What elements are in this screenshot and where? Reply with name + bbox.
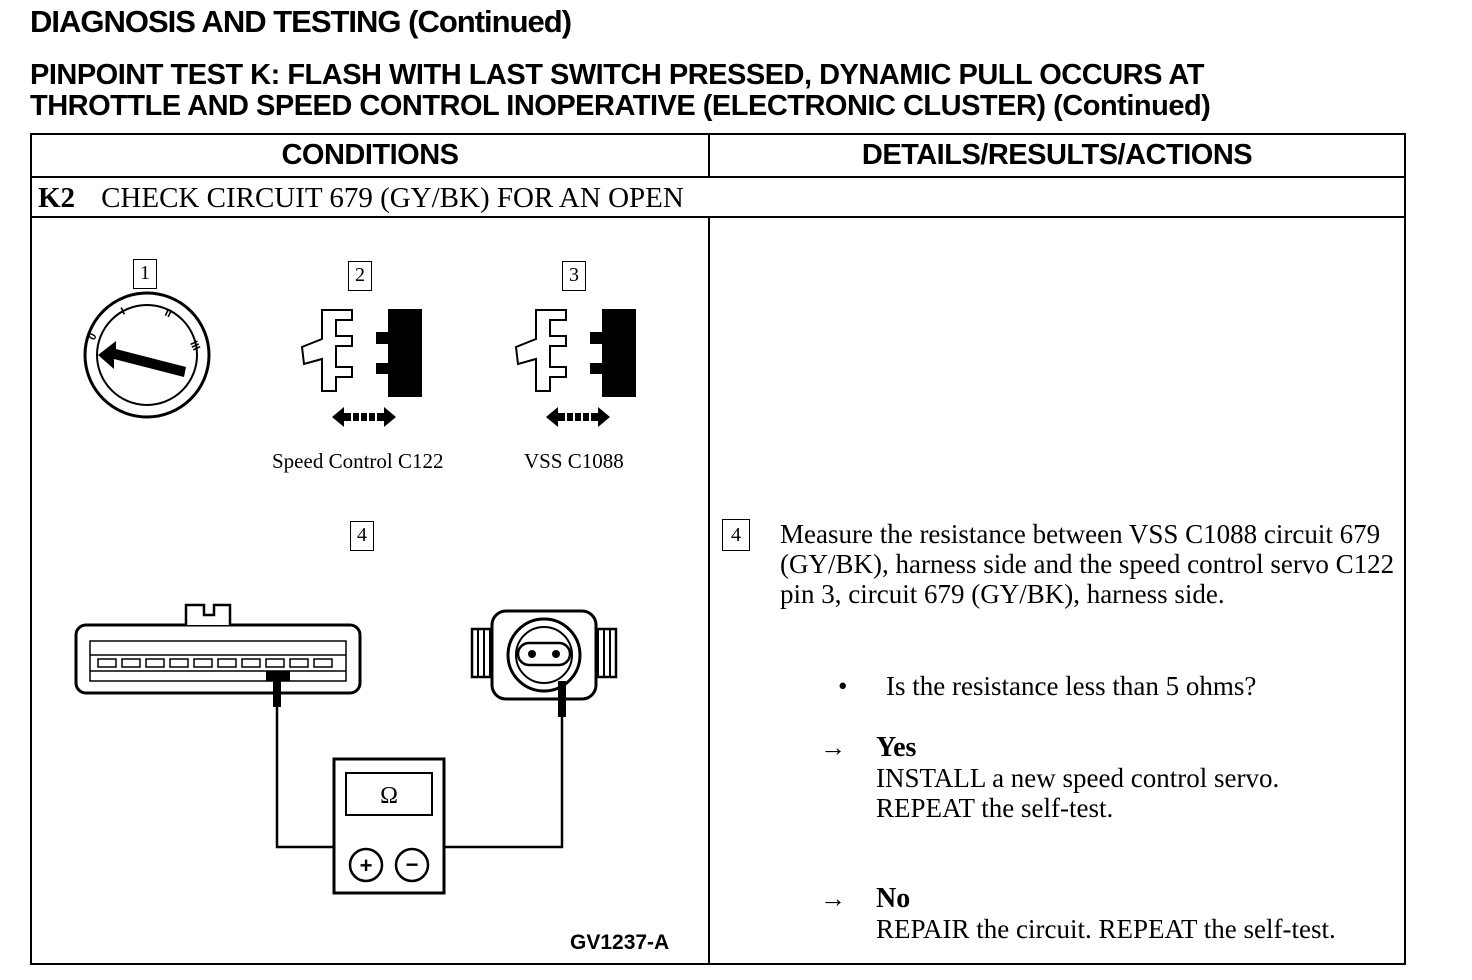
ohmmeter-icon: Ω + − bbox=[332, 757, 446, 895]
page-title: DIAGNOSIS AND TESTING (Continued) bbox=[30, 4, 572, 39]
c122-connector-icon bbox=[300, 309, 422, 427]
no-actions: REPAIR the circuit. REPEAT the self-test… bbox=[876, 914, 1336, 944]
test-title: PINPOINT TEST K: FLASH WITH LAST SWITCH … bbox=[30, 60, 1430, 122]
no-arrow-icon: → bbox=[820, 884, 846, 913]
test-title-line-2: THROTTLE AND SPEED CONTROL INOPERATIVE (… bbox=[30, 90, 1211, 122]
plus-terminal: + bbox=[360, 853, 373, 878]
ignition-mark-3: III bbox=[187, 339, 202, 352]
details-step-marker-4: 4 bbox=[722, 519, 750, 551]
ohm-symbol: Ω bbox=[380, 783, 398, 809]
step-id: K2 bbox=[38, 182, 76, 214]
yes-arrow-icon: → bbox=[820, 733, 846, 762]
yes-label: Yes bbox=[876, 732, 917, 763]
question-item: • Is the resistance less than 5 ohms? bbox=[838, 671, 1256, 701]
c1088-connector-icon bbox=[514, 309, 636, 427]
step-row: K2 CHECK CIRCUIT 679 (GY/BK) FOR AN OPEN bbox=[38, 182, 684, 215]
no-label: No bbox=[876, 883, 911, 914]
step-row-divider bbox=[32, 216, 1404, 218]
yes-actions: INSTALL a new speed control servo. REPEA… bbox=[876, 763, 1279, 823]
details-content: Measure the resistance between VSS C1088… bbox=[780, 519, 1400, 944]
step-title: CHECK CIRCUIT 679 (GY/BK) FOR AN OPEN bbox=[101, 182, 684, 214]
no-action-1: REPAIR the circuit. REPEAT the self-test… bbox=[876, 914, 1336, 944]
step-marker-2: 2 bbox=[348, 261, 372, 291]
vss-connector-face-icon bbox=[470, 609, 618, 701]
ignition-mark-2: II bbox=[163, 307, 174, 320]
step-marker-1: 1 bbox=[133, 259, 157, 289]
figure-code: GV1237-A bbox=[570, 931, 670, 954]
servo-connector-face-icon bbox=[74, 603, 362, 695]
question-text: Is the resistance less than 5 ohms? bbox=[886, 671, 1257, 701]
pinpoint-test-table: CONDITIONS DETAILS/RESULTS/ACTIONS K2 CHE… bbox=[30, 133, 1406, 965]
step-marker-3: 3 bbox=[562, 261, 586, 291]
yes-action-1: INSTALL a new speed control servo. bbox=[876, 763, 1280, 793]
test-title-line-1: PINPOINT TEST K: FLASH WITH LAST SWITCH … bbox=[30, 59, 1204, 91]
caption-vss-c1088: VSS C1088 bbox=[524, 449, 624, 473]
ignition-switch-icon: 0 I II III bbox=[83, 291, 211, 419]
column-divider-top bbox=[708, 135, 710, 176]
header-divider bbox=[32, 176, 1404, 178]
step-marker-4: 4 bbox=[350, 521, 374, 551]
test-diagram: 0 I II III bbox=[74, 291, 636, 895]
measure-instruction: Measure the resistance between VSS C1088… bbox=[780, 519, 1395, 609]
column-divider bbox=[708, 216, 710, 963]
yes-action-2: REPEAT the self-test. bbox=[876, 793, 1114, 823]
minus-terminal: − bbox=[406, 852, 419, 877]
bullet-icon: • bbox=[838, 671, 848, 701]
ignition-mark-1: I bbox=[119, 306, 127, 318]
details-header: DETAILS/RESULTS/ACTIONS bbox=[861, 139, 1253, 171]
caption-speed-control-c122: Speed Control C122 bbox=[272, 449, 444, 473]
meter-test-leads bbox=[273, 673, 566, 849]
ignition-mark-0: 0 bbox=[86, 331, 99, 342]
conditions-header: CONDITIONS bbox=[281, 139, 459, 171]
